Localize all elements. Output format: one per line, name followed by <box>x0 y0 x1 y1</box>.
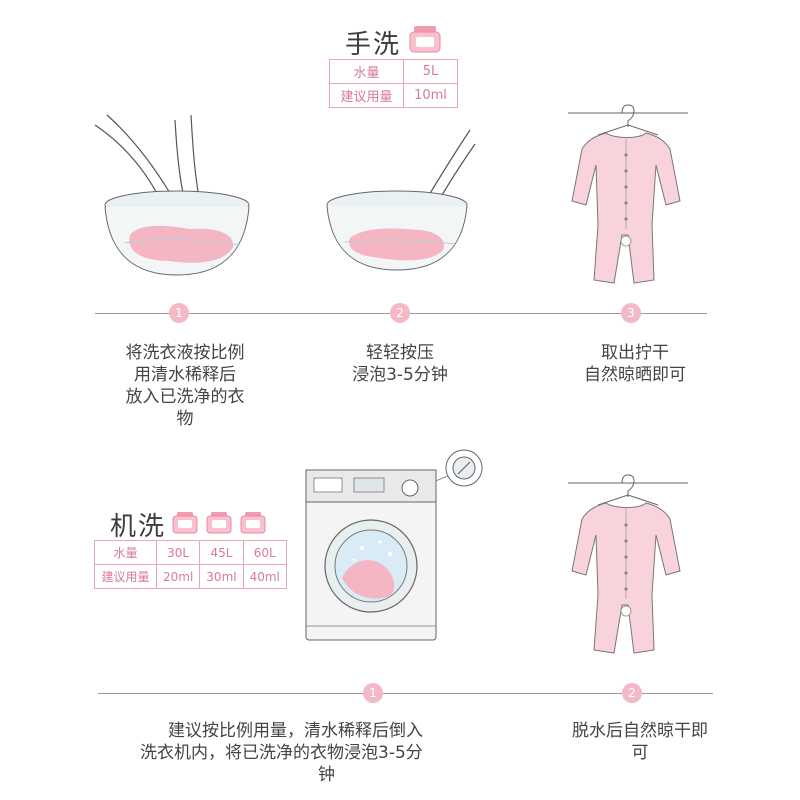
water-label: 水量 <box>329 59 404 84</box>
onesie-hanger-illustration <box>568 104 688 284</box>
water-value-2: 45L <box>199 540 244 565</box>
hand-step-3-badge: 3 <box>621 303 641 323</box>
dose-label: 建议用量 <box>94 564 157 589</box>
hand-step-1-text: 将洗衣液按比例 用清水稀释后 放入已洗净的衣 物 <box>125 343 245 429</box>
machine-step-2-text: 脱水后自然晾干即 可 <box>572 721 708 763</box>
pressing-soak-basin-illustration <box>326 129 476 271</box>
dose-value-1: 20ml <box>155 564 201 589</box>
detergent-bottle-icon <box>240 512 266 534</box>
dose-value: 10ml <box>403 83 458 108</box>
water-value-1: 30L <box>155 540 201 565</box>
detergent-bottle-icon <box>206 512 232 534</box>
machine-step-1-badge: 1 <box>363 683 383 703</box>
onesie-hanger-illustration <box>568 474 688 654</box>
water-value-3: 60L <box>242 540 287 565</box>
detergent-bottle-icon <box>409 26 441 53</box>
water-value: 5L <box>403 59 458 84</box>
hand-step-2-text: 轻轻按压 浸泡3-5分钟 <box>352 343 448 385</box>
hand-step-1-badge: 1 <box>169 303 189 323</box>
hand-step-3-text: 取出拧干 自然晾晒即可 <box>584 343 686 385</box>
dose-value-2: 30ml <box>199 564 244 589</box>
machine-wash-timeline <box>98 693 713 694</box>
detergent-bottle-icon <box>172 512 198 534</box>
hand-step-2-badge: 2 <box>390 303 410 323</box>
machine-wash-title: 机洗 <box>110 512 167 542</box>
water-label: 水量 <box>94 540 157 565</box>
dose-value-3: 40ml <box>242 564 287 589</box>
hands-washing-basin-illustration <box>94 114 250 276</box>
washing-machine-illustration <box>305 449 483 641</box>
machine-step-1-text: 建议按比例用量，清水稀释后倒入 洗衣机内，将已洗净的衣物浸泡3-5分 钟 <box>140 721 423 785</box>
machine-step-2-badge: 2 <box>622 683 642 703</box>
hand-wash-dose-table: 水量 5L 建议用量 10ml <box>329 59 458 108</box>
machine-wash-dose-table: 水量 30L 45L 60L 建议用量 20ml 30ml 40ml <box>94 540 287 589</box>
dose-label: 建议用量 <box>329 83 404 108</box>
hand-wash-title: 手洗 <box>345 30 402 60</box>
